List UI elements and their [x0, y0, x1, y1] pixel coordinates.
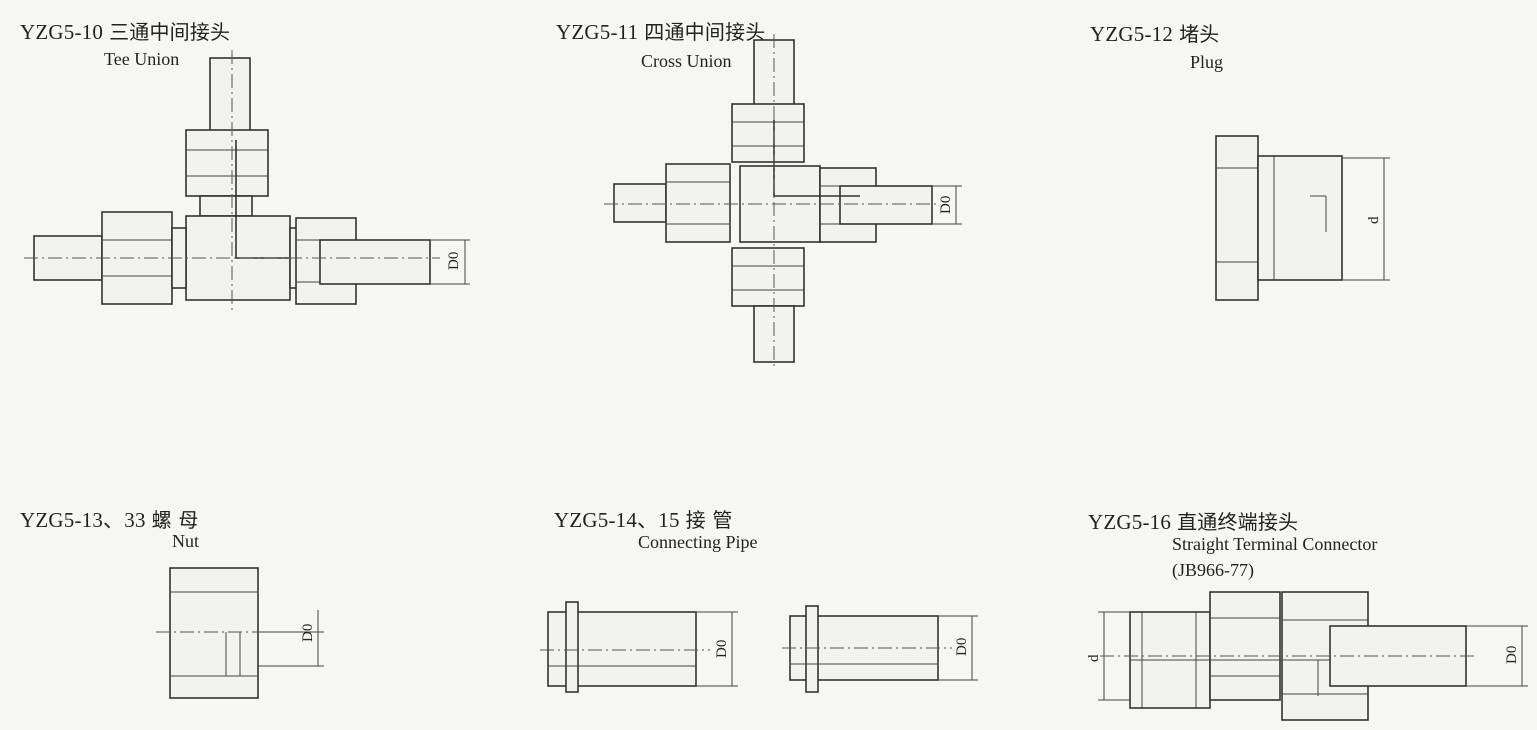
- dim-label: d: [1086, 654, 1102, 662]
- part-code: YZG5-10: [20, 20, 104, 44]
- part-name-en: Connecting Pipe: [638, 532, 758, 552]
- dim-label: D0: [300, 624, 316, 642]
- dim-label: D0: [954, 638, 970, 656]
- part-name-en: Tee Union: [104, 49, 180, 69]
- part-name-en: Plug: [1190, 52, 1224, 72]
- dim-label: D0: [938, 196, 954, 214]
- part-name-cn: 接 管: [685, 508, 733, 532]
- standard-ref: (JB966-77): [1172, 560, 1254, 580]
- part-name-cn: 直通终端接头: [1177, 510, 1299, 534]
- dim-label: D0: [446, 252, 462, 270]
- part-name-cn: 三通中间接头: [109, 20, 231, 44]
- part-code: YZG5-11: [556, 20, 639, 44]
- part-code: YZG5-12: [1090, 22, 1174, 46]
- part-name-en: Straight Terminal Connector: [1172, 534, 1378, 554]
- dim-label: D0: [714, 640, 730, 658]
- dim-label: D0: [1504, 646, 1520, 664]
- dim-label: d: [1366, 216, 1382, 224]
- part-name-en: Cross Union: [641, 51, 732, 71]
- part-name-cn: 堵头: [1179, 22, 1220, 46]
- part-code: YZG5-14、15: [554, 508, 680, 532]
- part-name-en: Nut: [172, 531, 199, 551]
- part-code: YZG5-16: [1088, 510, 1172, 534]
- part-code: YZG5-13、33: [20, 508, 146, 532]
- part-name-cn: 四通中间接头: [644, 20, 766, 44]
- part-name-cn: 螺 母: [151, 508, 199, 532]
